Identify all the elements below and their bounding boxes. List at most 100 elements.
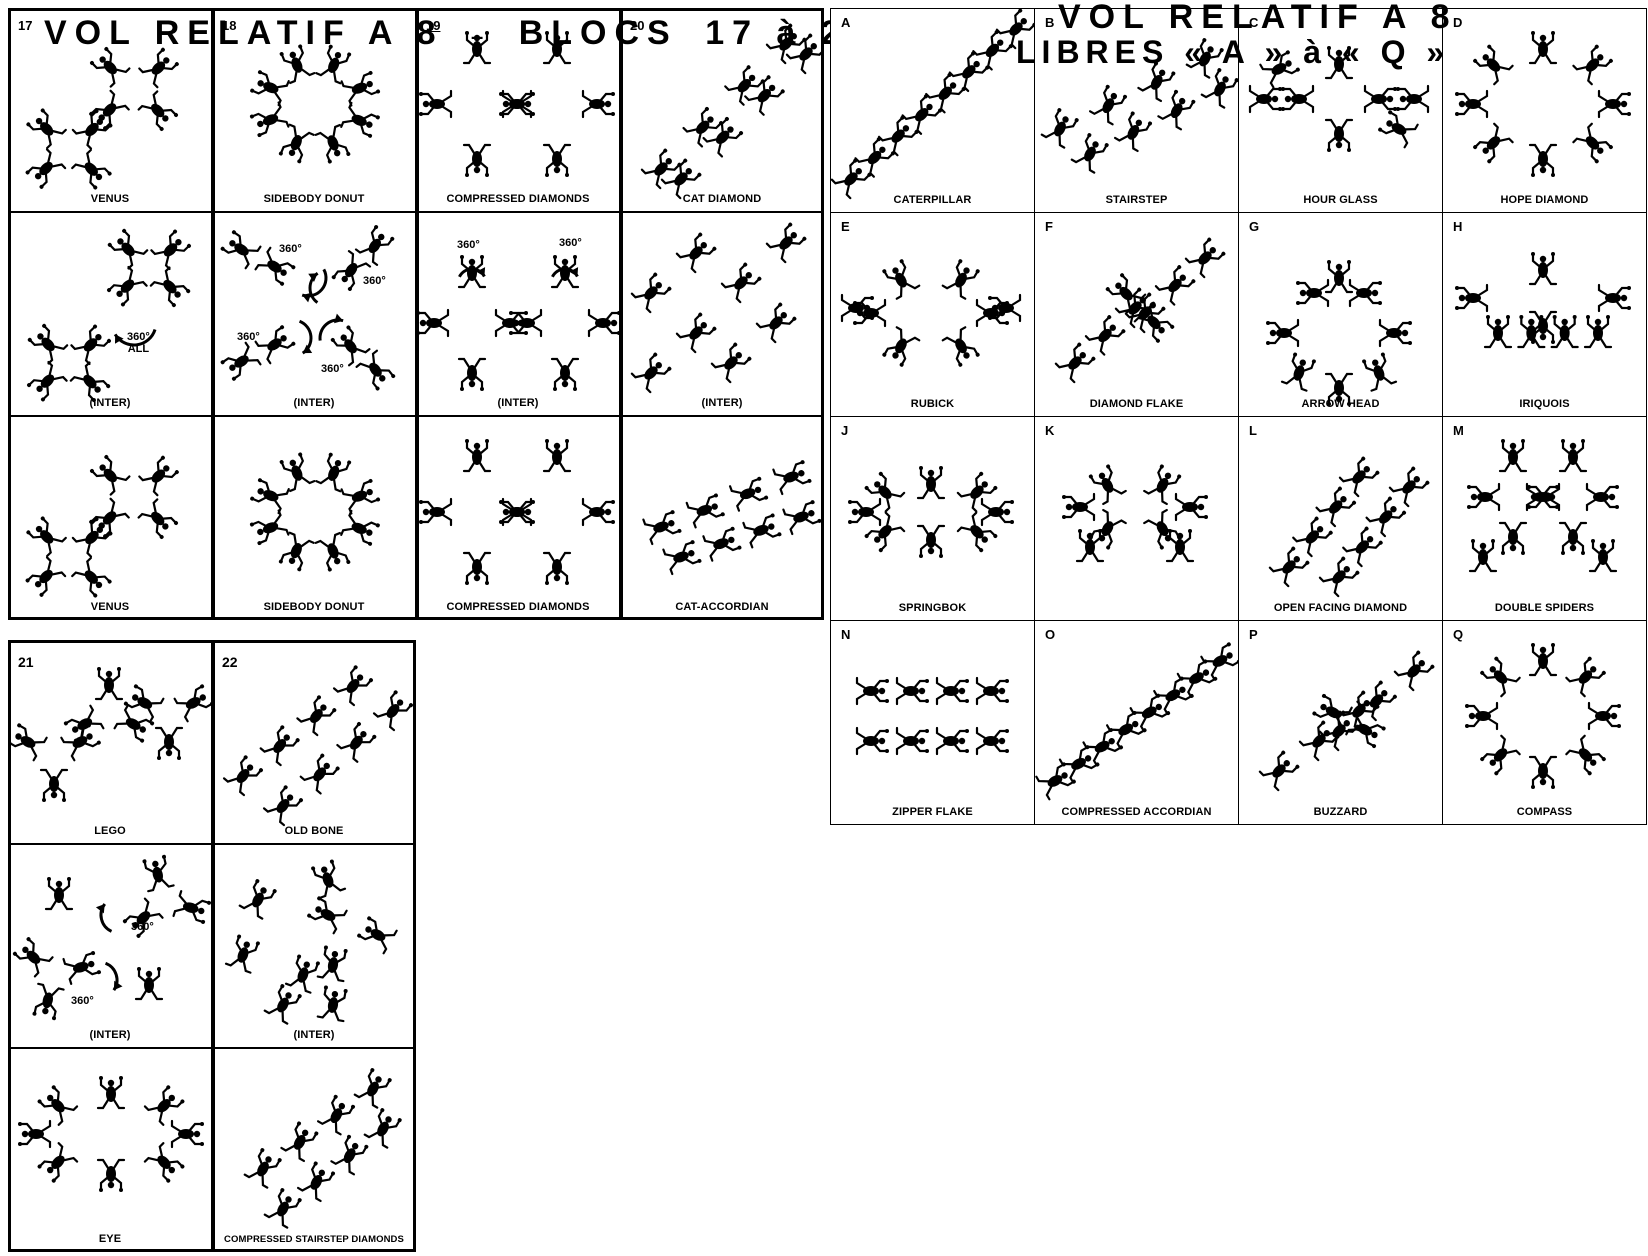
skydiver-icon — [1346, 712, 1387, 750]
skydiver-icon — [464, 553, 490, 585]
skydiver-icon — [1500, 439, 1526, 471]
skydiver-icon — [156, 728, 182, 760]
block-number: 17 — [18, 18, 32, 33]
skydiver-icon — [356, 915, 397, 954]
skydiver-icon — [643, 509, 682, 544]
formation-drawing — [831, 417, 1035, 621]
random-cell-j: JSPRINGBOK — [830, 416, 1035, 621]
formation-drawing — [1239, 621, 1443, 825]
skydiver-icon — [583, 91, 615, 117]
formation-name: CATERPILLAR — [831, 194, 1034, 206]
rotation-label: 360° — [321, 363, 344, 375]
skydiver-icon — [316, 452, 352, 492]
formation-drawing — [1443, 9, 1647, 213]
rotation-label: 360° — [131, 921, 154, 933]
skydiver-icon — [1566, 736, 1607, 777]
formation-drawing — [1035, 621, 1239, 825]
lego-drawing — [9, 641, 212, 844]
skydiver-icon — [139, 454, 180, 495]
formation-drawing — [831, 213, 1035, 417]
sidebody-donut-drawing — [213, 417, 416, 620]
random-cell-n: NZIPPER FLAKE — [830, 620, 1035, 825]
skydiver-icon — [712, 341, 753, 382]
skydiver-icon — [1056, 341, 1097, 382]
skydiver-icon — [136, 967, 162, 999]
formation-letter: H — [1453, 219, 1462, 234]
block-18-bottom-cell: SIDEBODY DONUT — [212, 416, 416, 620]
skydiver-icon — [141, 854, 173, 891]
block-17-bottom-cell: VENUS — [8, 416, 212, 620]
block-18-mid-label: (INTER) — [213, 397, 415, 409]
skydiver-icon — [24, 557, 65, 598]
formation-drawing — [1443, 621, 1647, 825]
skydiver-icon — [464, 439, 490, 471]
block-19-mid-label: (INTER) — [417, 397, 619, 409]
skydiver-icon — [687, 492, 726, 527]
skydiver-icon — [1300, 719, 1341, 760]
skydiver-icon — [1479, 736, 1520, 777]
skydiver-icon — [1282, 352, 1317, 391]
formation-name: SPRINGBOK — [831, 602, 1034, 614]
venus-formation-drawing — [9, 417, 212, 620]
skydiver-icon — [1077, 529, 1103, 561]
formation-letter: A — [841, 15, 850, 30]
skydiver-icon — [1367, 495, 1408, 536]
skydiver-icon — [329, 324, 369, 365]
skydiver-icon — [881, 327, 920, 368]
skydiver-icon — [1326, 120, 1352, 152]
skydiver-icon — [1467, 484, 1499, 510]
skydiver-icon — [1350, 280, 1382, 306]
skydiver-icon — [139, 499, 180, 540]
skydiver-icon — [1479, 655, 1520, 696]
skydiver-icon — [306, 895, 347, 934]
formation-name: ARROW HEAD — [1239, 398, 1442, 410]
skydiver-icon — [1062, 494, 1094, 520]
skydiver-icon — [1326, 260, 1352, 292]
title-dash: – — [471, 24, 491, 49]
skydiver-icon — [277, 125, 313, 165]
skydiver-icon — [98, 1076, 124, 1108]
skydiver-icon — [365, 1107, 404, 1148]
skydiver-icon — [1266, 320, 1298, 346]
skydiver-icon — [174, 891, 212, 925]
skydiver-icon — [1472, 43, 1513, 84]
formation-letter: N — [841, 627, 850, 642]
rotation-label: 360° — [559, 237, 582, 249]
skydiver-icon — [1396, 86, 1428, 112]
skydiver-icon — [265, 983, 304, 1024]
formation-letter: E — [841, 219, 850, 234]
skydiver-icon — [265, 1187, 304, 1228]
skydiver-icon — [632, 271, 673, 312]
skydiver-icon — [316, 125, 352, 164]
skydiver-icon — [219, 343, 260, 383]
skydiver-icon — [767, 221, 808, 262]
skydiver-icon — [106, 267, 147, 308]
skydiver-icon — [72, 150, 113, 191]
skydiver-icon — [988, 295, 1020, 321]
skydiver-icon — [219, 229, 260, 269]
rotation-label: 360° — [457, 239, 480, 251]
skydiver-icon — [958, 513, 999, 554]
block-21-bottom-label: EYE — [9, 1233, 211, 1245]
formation-name: RUBICK — [831, 398, 1034, 410]
compressed-diamonds-drawing — [417, 417, 620, 620]
skydiver-icon — [1167, 529, 1193, 561]
block-20-mid-label: (INTER) — [621, 397, 823, 409]
formation-name: IRIQUOIS — [1443, 398, 1646, 410]
skydiver-icon — [757, 301, 798, 342]
formation-letter: B — [1045, 15, 1054, 30]
formation-letter: O — [1045, 627, 1055, 642]
skydiver-icon — [1042, 107, 1081, 148]
old-bone-inter-drawing — [213, 845, 416, 1048]
skydiver-icon — [318, 985, 349, 1021]
skydiver-icon — [982, 499, 1014, 525]
skydiver-icon — [41, 770, 67, 802]
skydiver-icon — [249, 69, 289, 105]
skydiver-icon — [318, 1094, 357, 1135]
skydiver-icon — [677, 311, 718, 352]
formation-letter: L — [1249, 423, 1257, 438]
rotation-label: 360°ALL — [127, 331, 150, 355]
block-number: 21 — [18, 654, 34, 670]
skydiver-icon — [36, 1084, 77, 1125]
skydiver-icon — [172, 1121, 204, 1147]
